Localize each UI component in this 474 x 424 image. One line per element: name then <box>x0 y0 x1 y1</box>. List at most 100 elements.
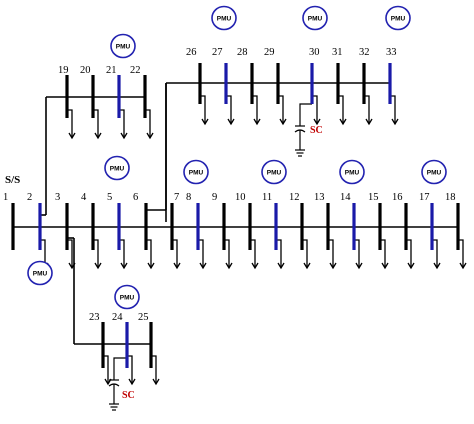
bus-label-1: 1 <box>3 192 8 203</box>
bus-label-33: 33 <box>386 47 397 58</box>
pmu-circle-icon <box>211 5 237 31</box>
load-arrow-4 <box>93 239 102 270</box>
load-arrow-33 <box>390 95 399 126</box>
pmu-marker-bus-30: PMU <box>302 5 328 31</box>
load-arrow-13 <box>328 239 337 270</box>
bus-label-17: 17 <box>419 192 430 203</box>
load-arrow-21 <box>119 109 128 140</box>
load-arrow-28 <box>252 95 261 126</box>
bus-label-19: 19 <box>58 65 69 76</box>
load-arrow-18 <box>458 239 467 270</box>
pmu-circle-icon <box>114 284 140 310</box>
bus-label-6: 6 <box>133 192 138 203</box>
pmu-marker-bus-5: PMU <box>104 155 130 181</box>
load-arrow-3 <box>67 239 76 270</box>
load-arrow-16 <box>406 239 415 270</box>
load-arrow-32 <box>364 95 373 126</box>
bus-label-14: 14 <box>340 192 351 203</box>
load-arrow-30 <box>312 95 321 126</box>
pmu-markers: PMU PMU PMU PMU PMU PMU PMU PMU PMU PMU PMU <box>27 5 447 310</box>
load-arrow-26 <box>200 95 209 126</box>
bus-label-13: 13 <box>314 192 325 203</box>
bus-label-22: 22 <box>130 65 141 76</box>
load-arrow-11 <box>276 239 285 270</box>
bus-label-32: 32 <box>359 47 370 58</box>
load-arrow-24 <box>127 355 136 386</box>
pmu-marker-bus-24: PMU <box>114 284 140 310</box>
load-arrow-25 <box>151 355 160 386</box>
bus-label-21: 21 <box>106 65 117 76</box>
pmu-marker-bus-2: PMU <box>27 260 53 286</box>
load-arrow-29 <box>278 95 287 126</box>
load-arrow-7 <box>172 239 181 270</box>
bus-label-4: 4 <box>81 192 87 203</box>
pmu-label: PMU <box>345 169 360 176</box>
capacitor-label-24: SC <box>122 390 135 401</box>
pmu-circle-icon <box>183 159 209 185</box>
load-arrow-8 <box>198 239 207 270</box>
pmu-circle-icon <box>261 159 287 185</box>
capacitor-bus-24: SC <box>108 357 135 411</box>
bus-label-5: 5 <box>107 192 112 203</box>
capacitor-bus-30: SC <box>294 103 323 157</box>
pmu-marker-bus-11: PMU <box>261 159 287 185</box>
pmu-label: PMU <box>308 15 323 22</box>
bus-bars <box>11 63 460 368</box>
load-arrow-14 <box>354 239 363 270</box>
pmu-marker-bus-21: PMU <box>110 33 136 59</box>
substation-label: S/S <box>5 174 20 186</box>
bus-label-23: 23 <box>89 312 100 323</box>
load-arrow-12 <box>302 239 311 270</box>
bus-label-24: 24 <box>112 312 123 323</box>
bus-label-3: 3 <box>55 192 60 203</box>
bus-label-18: 18 <box>445 192 456 203</box>
pmu-marker-bus-33: PMU <box>385 5 411 31</box>
load-arrow-17 <box>432 239 441 270</box>
pmu-label: PMU <box>217 15 232 22</box>
capacitor-label-30: SC <box>310 125 323 136</box>
pmu-label: PMU <box>120 294 135 301</box>
bus-label-28: 28 <box>237 47 248 58</box>
pmu-marker-bus-17: PMU <box>421 159 447 185</box>
bus-label-11: 11 <box>262 192 272 203</box>
bus-label-30: 30 <box>309 47 320 58</box>
bus-label-8: 8 <box>186 192 191 203</box>
load-arrow-20 <box>93 109 102 140</box>
pmu-label: PMU <box>427 169 442 176</box>
pmu-circle-icon <box>104 155 130 181</box>
capacitor-symbols: SC SC <box>108 103 323 411</box>
load-arrow-5 <box>119 239 128 270</box>
bus-label-31: 31 <box>332 47 343 58</box>
pmu-marker-bus-27: PMU <box>211 5 237 31</box>
bus-label-26: 26 <box>186 47 197 58</box>
bus-label-9: 9 <box>212 192 217 203</box>
load-arrow-15 <box>380 239 389 270</box>
bus-label-7: 7 <box>174 192 179 203</box>
pmu-label: PMU <box>116 43 131 50</box>
pmu-circle-icon <box>339 159 365 185</box>
pmu-circle-icon <box>421 159 447 185</box>
load-arrow-22 <box>145 109 154 140</box>
bus-label-12: 12 <box>289 192 300 203</box>
load-arrow-31 <box>338 95 347 126</box>
pmu-label: PMU <box>33 270 48 277</box>
bus-label-20: 20 <box>80 65 91 76</box>
pmu-circle-icon <box>27 260 53 286</box>
load-arrow-19 <box>67 109 76 140</box>
pmu-label: PMU <box>110 165 125 172</box>
bus-label-15: 15 <box>368 192 379 203</box>
bus-label-16: 16 <box>392 192 403 203</box>
pmu-label: PMU <box>391 15 406 22</box>
load-arrow-6 <box>146 239 155 270</box>
pmu-circle-icon <box>110 33 136 59</box>
feeder-lines <box>13 82 458 345</box>
load-arrow-10 <box>250 239 259 270</box>
pmu-circle-icon <box>302 5 328 31</box>
pmu-marker-bus-14: PMU <box>339 159 365 185</box>
bus-label-27: 27 <box>212 47 223 58</box>
pmu-circle-icon <box>385 5 411 31</box>
pmu-label: PMU <box>267 169 282 176</box>
pmu-marker-bus-8: PMU <box>183 159 209 185</box>
